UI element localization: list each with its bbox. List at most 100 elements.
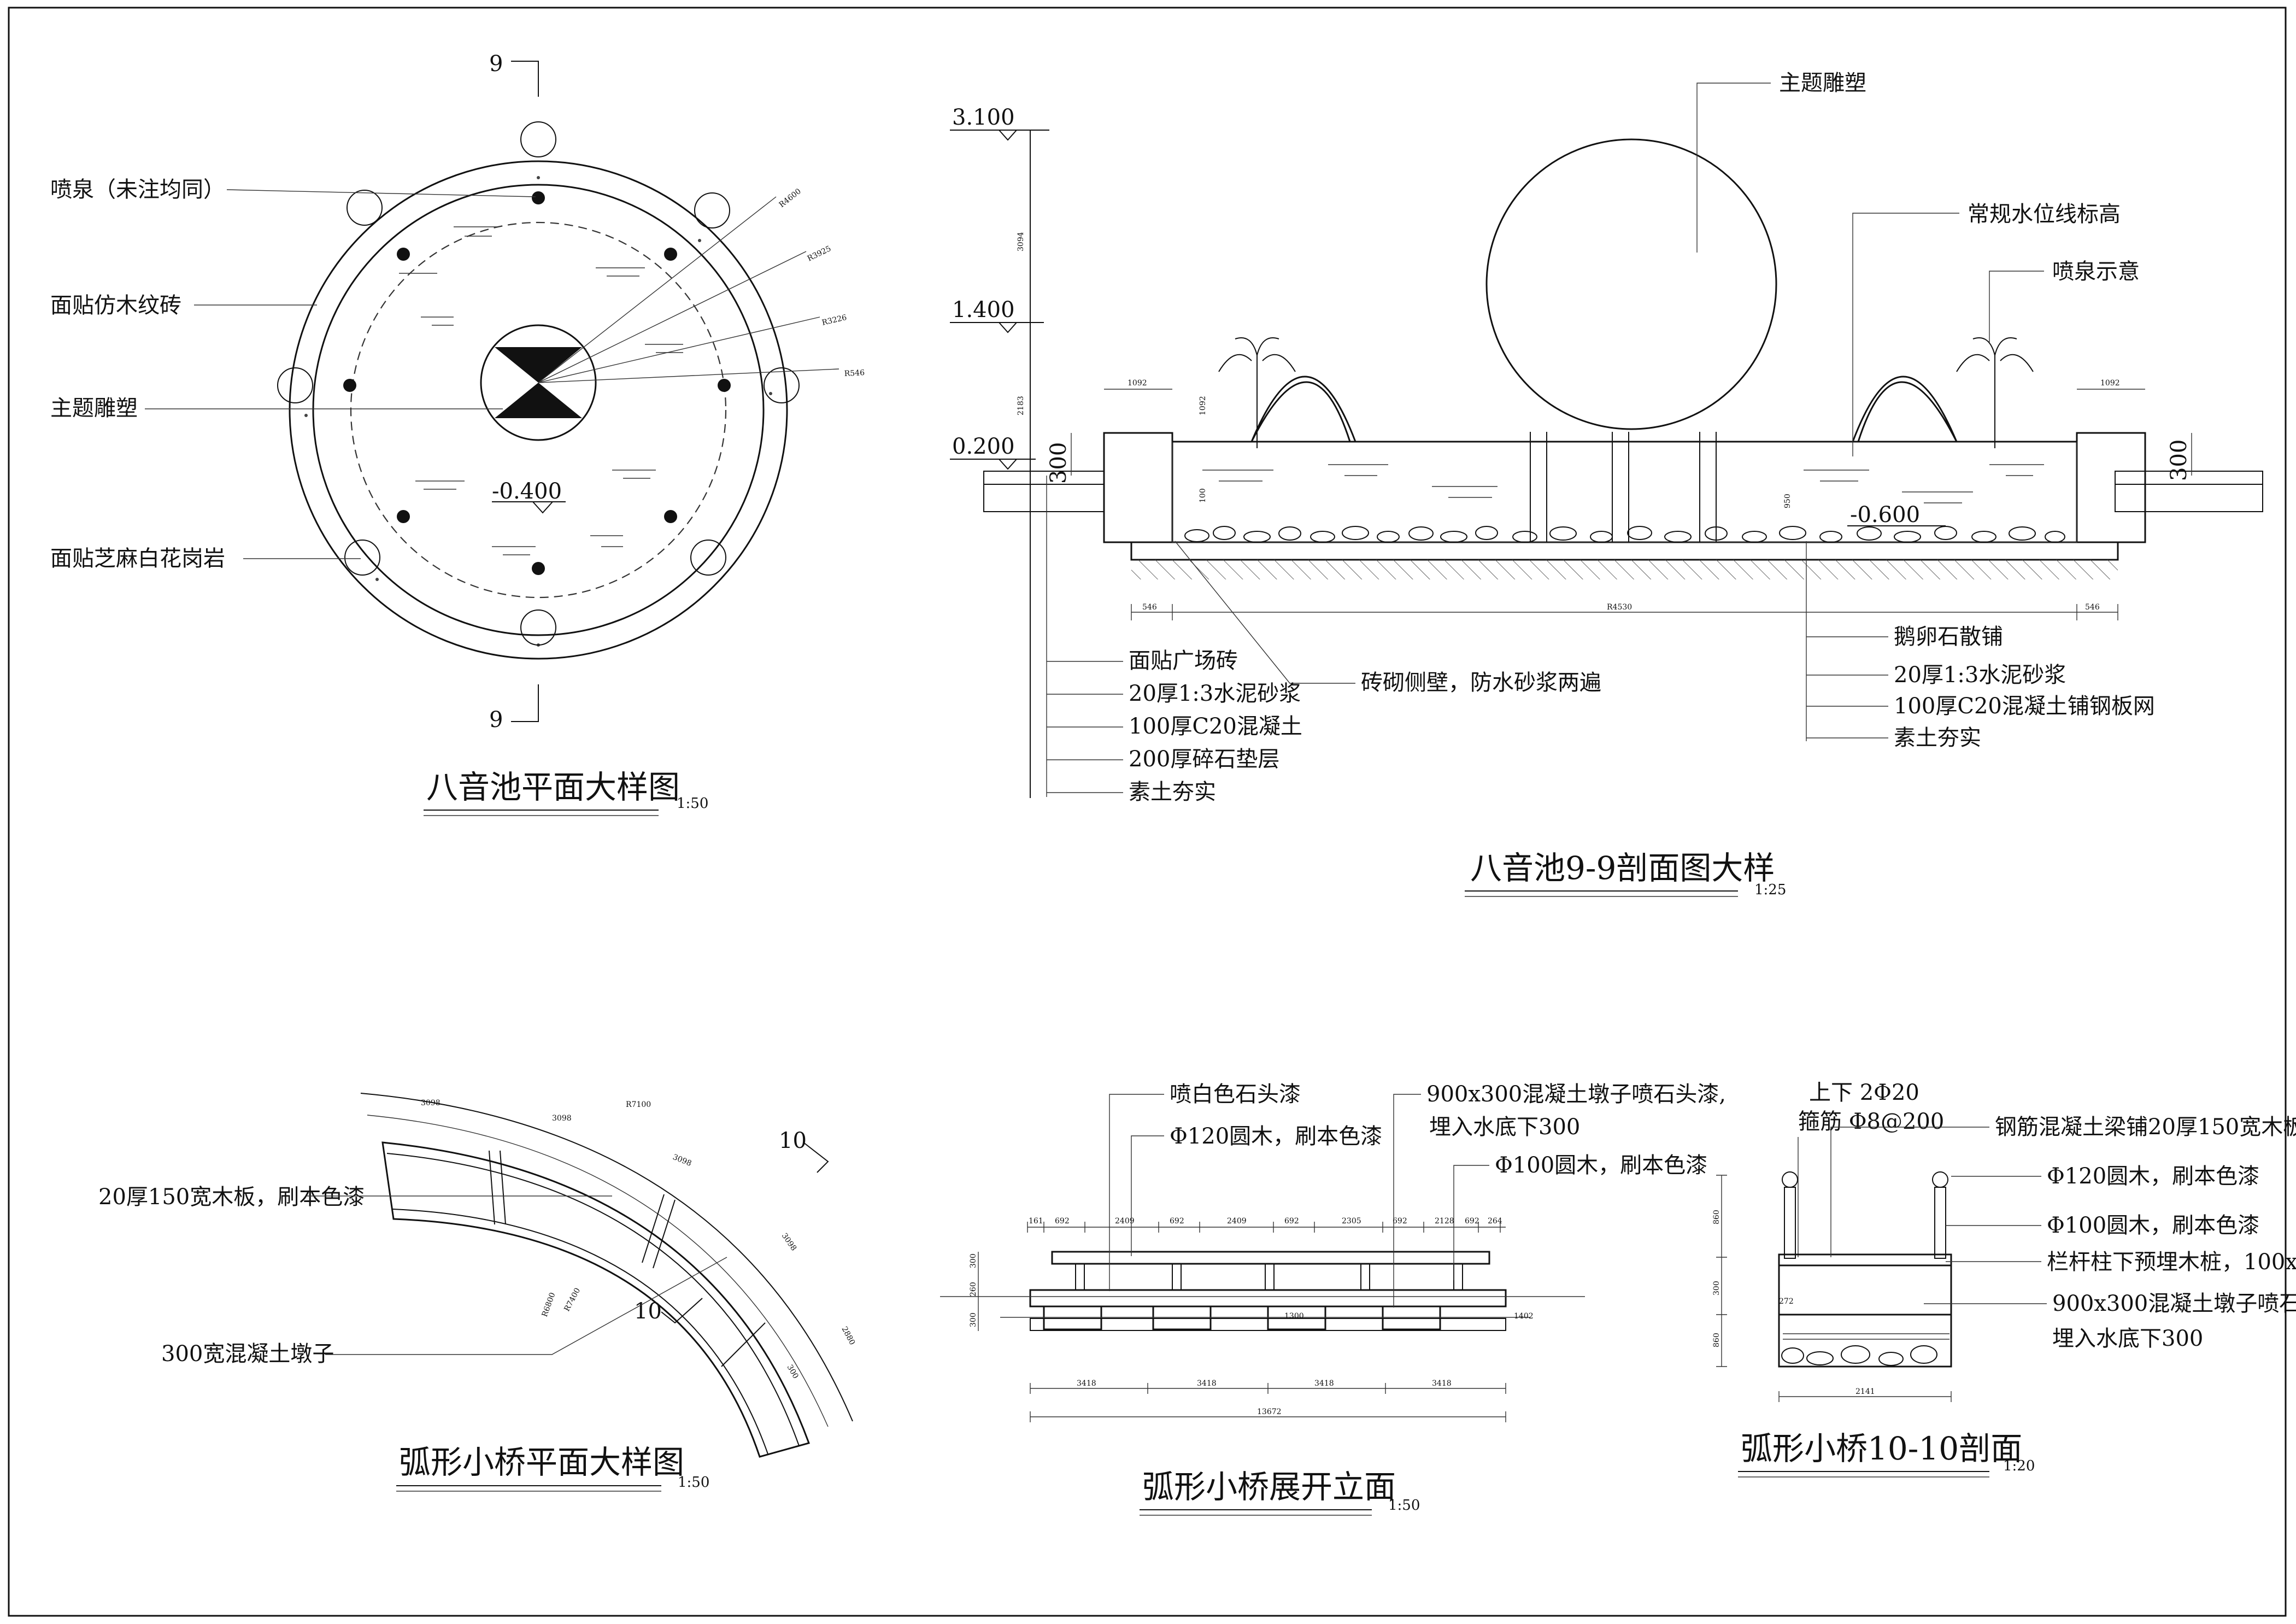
bottom-dim-2: 3418 [1314, 1379, 1334, 1388]
top-dim-3: 692 [1170, 1217, 1184, 1226]
radius-dim-1: R3925 [806, 244, 833, 263]
top-dim-6: 2305 [1342, 1217, 1361, 1226]
horiz-dim-0: 546 [1142, 603, 1157, 612]
label-bridge-pier: 300宽混凝土墩子 [161, 1341, 334, 1367]
layer-left-4: 素土夯实 [1129, 779, 1216, 805]
bridge-elevation-scale: 1:50 [1388, 1497, 1420, 1514]
elevation-markers: 3.100 1.400 0.200 [950, 105, 1049, 470]
top-dim-7: 692 [1393, 1217, 1407, 1226]
post-left [1784, 1187, 1796, 1259]
water-lines [1202, 464, 2044, 503]
elevation-1: 1.400 [952, 297, 1015, 323]
radius-dim-3: R546 [844, 368, 865, 378]
sculpture-sphere [1485, 138, 1777, 430]
ring-texture [304, 176, 772, 647]
pond-section-title: 八音池9-9剖面图大样 [1470, 849, 1775, 887]
top-dim-2: 2409 [1115, 1217, 1135, 1226]
top-dim-0: 161 [1029, 1217, 1043, 1226]
label-pier-2: 埋入水底下300 [1429, 1115, 1580, 1140]
label-section-pier: 900x300混凝土墩子喷石头漆, [2052, 1291, 2296, 1316]
fountain-jets [1218, 337, 2034, 448]
sheet-border [8, 7, 2287, 1617]
bridge-dim-4: R7100 [626, 1100, 651, 1109]
label-log-120: Φ120圆木，刷本色漆 [1170, 1124, 1382, 1149]
label-granite: 面贴芝麻白花岗岩 [50, 546, 225, 571]
label-sculpture: 主题雕塑 [50, 396, 138, 421]
post-right [1934, 1187, 1946, 1259]
side-dim-1: 260 [969, 1282, 978, 1297]
pool-ground [1131, 560, 2118, 579]
side-dim-0: 300 [969, 1253, 978, 1268]
section-marker-top: 9 [489, 51, 503, 77]
layer-right-0: 鹅卵石散铺 [1894, 624, 2003, 649]
section-deck [1778, 1253, 1952, 1267]
layer-left-0: 面贴广场砖 [1129, 648, 1238, 673]
radius-dim-0: R4600 [778, 187, 803, 209]
bridge-section-marker-top: 10 [779, 1128, 807, 1153]
label-section-post: 栏杆柱下预埋木桩，100x100x60 [2047, 1250, 2296, 1275]
bridge-handrail [1051, 1251, 1490, 1265]
section-stones [1781, 1345, 1937, 1366]
bridge-dim-1: 3098 [552, 1114, 572, 1123]
bottom-dim-0: 3418 [1077, 1379, 1096, 1388]
section-water-lines [1783, 1333, 1949, 1340]
rebar-0: 上下 2Φ20 [1809, 1080, 1919, 1105]
label-stone-paint: 喷白色石头漆 [1170, 1082, 1301, 1107]
radius-dim-2: R3226 [821, 313, 848, 327]
rebar-1: 箍筋 Φ8@200 [1798, 1109, 1944, 1134]
pond-section-scale: 1:25 [1754, 882, 1786, 898]
bridge-deck-elev [1029, 1289, 1507, 1308]
vert-dim-4: 950 [1783, 494, 1792, 508]
paving-left [983, 471, 1105, 485]
bottom-dim-3: 3418 [1432, 1379, 1452, 1388]
label-brick-wall: 砖砌侧壁，防水砂浆两遍 [1361, 670, 1601, 695]
pond-plan-scale: 1:50 [677, 795, 708, 812]
wall-left [1103, 432, 1173, 543]
top-dim-9: 692 [1465, 1217, 1479, 1226]
pool-slab [1130, 541, 2119, 561]
bridge-elevation-title: 弧形小桥展开立面 [1142, 1468, 1396, 1505]
top-dim-5: 692 [1284, 1217, 1299, 1226]
bridge-piers [489, 1150, 766, 1367]
fountain-nozzles [343, 191, 731, 575]
label-pier: 900x300混凝土墩子喷石头漆, [1426, 1082, 1726, 1107]
section-dim-1: 300 [1712, 1281, 1721, 1295]
section-marker-bottom: 9 [489, 707, 503, 732]
plan-elevation: -0.400 [492, 479, 562, 504]
granite-boulders [277, 121, 800, 646]
bridge-dim-2: 3098 [672, 1153, 693, 1168]
label-water-level: 常规水位线标高 [1968, 202, 2121, 227]
sculpture-pillars [1530, 432, 1717, 542]
bridge-section-scale: 1:20 [2003, 1458, 2035, 1474]
layer-left-2: 100厚C20混凝土 [1129, 714, 1302, 739]
horiz-dim-2: 1092 [2100, 379, 2120, 388]
section-dim-3: 2141 [1855, 1387, 1875, 1396]
top-dim-8: 2128 [1435, 1217, 1454, 1226]
water-symbols [399, 226, 683, 555]
bridge-dim-0: 3098 [421, 1099, 441, 1107]
bridge-section: 上下 2Φ20 箍筋 Φ8@200 860 300 860 272 2141 [1712, 1080, 2296, 1478]
layer-right-3: 素土夯实 [1894, 725, 1981, 751]
vert-dim-3: 100 [1199, 488, 1207, 503]
section-dim-4: 272 [1779, 1297, 1794, 1306]
layer-right-2: 100厚C20混凝土铺钢板网 [1894, 694, 2155, 719]
top-dim-10: 264 [1488, 1217, 1502, 1226]
pond-section: 3.100 1.400 0.200 3094 2183 [950, 71, 2263, 898]
section-pier [1778, 1264, 1952, 1316]
bridge-plan-scale: 1:50 [678, 1474, 709, 1491]
post-top-right [1932, 1171, 1948, 1188]
bridge-guide-arc-outer [360, 1093, 853, 1422]
bridge-plan: 3098 3098 R7100 3098 3098 R6800 R7400 30… [98, 1093, 856, 1492]
vert-dim-0: 3094 [1017, 232, 1025, 251]
label-section-log-120: Φ120圆木，刷本色漆 [2047, 1164, 2259, 1189]
layer-left-3: 200厚碎石垫层 [1129, 747, 1279, 772]
sculpture-circle [480, 324, 597, 441]
pond-plan-title: 八音池平面大样图 [426, 769, 680, 806]
wall-right [2076, 432, 2146, 543]
bridge-dim-8: 300 [785, 1363, 800, 1380]
pond-plan: R4600 R3925 R3226 R546 -0.400 9 9 喷泉（未注均… [50, 51, 865, 816]
bridge-deck-inner-edge-2 [392, 1209, 768, 1455]
railing-posts [1075, 1263, 1463, 1291]
bridge-deck [381, 1141, 810, 1458]
